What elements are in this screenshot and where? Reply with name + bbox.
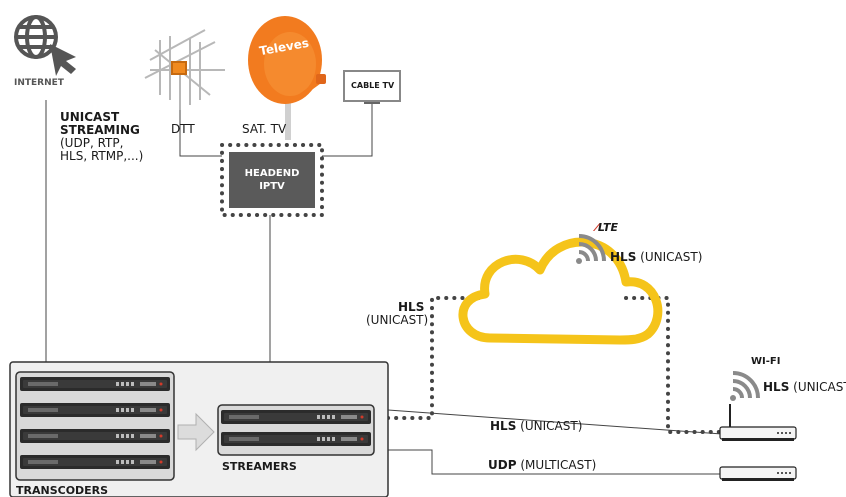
internet-label: INTERNET xyxy=(14,78,64,88)
satellite-dish-icon xyxy=(248,16,326,140)
transcoders-group xyxy=(15,371,175,481)
transcoders-label: TRANSCODERS xyxy=(16,484,109,497)
headend-box xyxy=(229,152,315,208)
cloud-icon xyxy=(458,237,663,345)
unicast-streaming-title-1: UNICAST xyxy=(60,110,120,124)
lte-logo: ⁄LTE xyxy=(596,221,619,234)
wifi-label: WI-FI xyxy=(751,356,781,367)
wifi-signal-icon xyxy=(576,234,606,264)
cable-tv-label: CABLE TV xyxy=(351,81,395,90)
globe-icon xyxy=(14,15,58,59)
wired-udp-label: UDP (MULTICAST) xyxy=(488,458,597,472)
tv-icon xyxy=(343,70,401,104)
unicast-streaming-title-2: STREAMING xyxy=(60,123,140,137)
router-icon xyxy=(719,466,797,481)
connection-lines xyxy=(45,90,723,475)
wired-hls-label: HLS (UNICAST) xyxy=(490,419,583,433)
lte-hls-label: HLS (UNICAST) xyxy=(610,250,703,264)
cursor-icon xyxy=(50,44,76,76)
antenna-icon xyxy=(144,29,225,110)
sat-tv-label: SAT. TV xyxy=(242,122,287,136)
streamers-label: STREAMERS xyxy=(222,460,297,473)
headend-label-1: HEADEND xyxy=(244,168,300,179)
arrow-right-icon xyxy=(177,412,215,452)
wifi-router-signal-icon xyxy=(730,371,760,401)
headend-label-2: IPTV xyxy=(259,181,285,192)
cloud-link-protocol: HLS xyxy=(398,300,425,314)
cloud-link-mode: (UNICAST) xyxy=(366,313,429,327)
wifi-hls-label: HLS (UNICAST) xyxy=(763,380,846,394)
dotted-links xyxy=(220,143,726,434)
unicast-protocols-2: HLS, RTMP,...) xyxy=(60,149,144,163)
unicast-protocols-1: (UDP, RTP, xyxy=(60,136,124,150)
router-icon xyxy=(719,404,797,441)
dtt-label: DTT xyxy=(171,122,195,136)
